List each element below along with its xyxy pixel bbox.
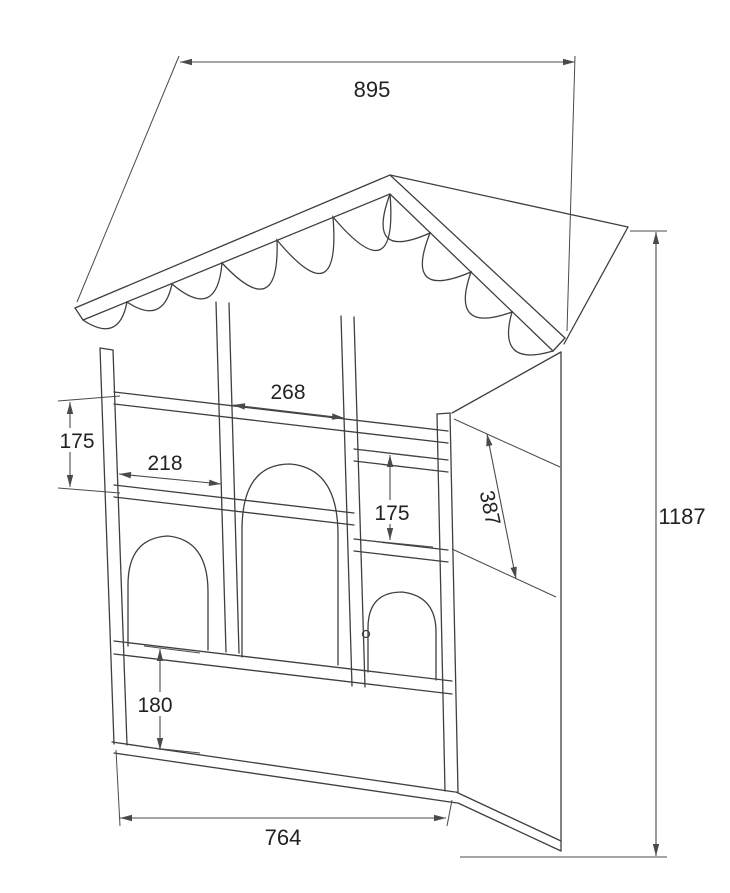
left-stile-cap: [99, 347, 114, 351]
extension-line: [76, 55, 180, 303]
side-panel: [451, 351, 562, 852]
dimension-side-height: 387: [451, 418, 561, 598]
extension-line: [446, 799, 453, 827]
side-bottom-edge-lower: [457, 802, 562, 852]
dim-label-268: 268: [270, 381, 305, 404]
roof-ridge-line: [389, 174, 629, 228]
shelf-right2-lower: [353, 550, 449, 563]
scallop-trim: [82, 193, 554, 356]
dim-label-218: 218: [147, 452, 182, 475]
dim-label-1187: 1187: [658, 504, 705, 529]
side-bottom-edge-upper: [455, 791, 562, 842]
dimension-body-width: 764: [115, 749, 453, 850]
shelf-mid-upper: [113, 484, 355, 514]
extension-line: [361, 539, 434, 548]
dim-label-895: 895: [354, 77, 391, 102]
shelf-top-lower: [113, 403, 449, 444]
scallop-trim-left: [82, 193, 392, 330]
extension-line: [115, 749, 121, 827]
dimension-center-opening: 268: [232, 381, 345, 420]
column2-left: [340, 315, 353, 687]
dimension-line: [486, 433, 517, 580]
knob-detail: [361, 629, 371, 639]
base: [111, 640, 458, 804]
column1-right: [228, 302, 240, 654]
dim-label-175-left: 175: [59, 430, 94, 453]
dim-label-180: 180: [137, 694, 172, 717]
left-stile-inner: [112, 349, 128, 746]
dimension-line: [232, 403, 345, 420]
left-arch: [127, 535, 209, 651]
extension-line: [57, 395, 121, 402]
left-stile-outer: [99, 347, 115, 745]
roof-right-eave-cap: [552, 337, 566, 352]
base-bottom-lower: [113, 752, 458, 804]
dimension-left-opening: 218: [118, 452, 222, 487]
label-background: [130, 692, 180, 716]
shelf-mid-lower: [113, 496, 355, 526]
right-stile-cap: [436, 412, 451, 415]
column2-right: [353, 316, 366, 688]
extension-line: [143, 746, 201, 754]
dimension-right-shelf-spacing: 175: [361, 449, 434, 548]
dim-label-387: 387: [475, 489, 505, 528]
extension-line: [361, 449, 421, 458]
dim-label-764: 764: [265, 825, 302, 850]
roof: [74, 174, 629, 352]
extension-line: [453, 418, 561, 468]
shelf-right1-lower: [353, 460, 449, 473]
side-top-edge: [451, 351, 562, 414]
base-top-upper: [113, 640, 453, 682]
base-bottom-upper: [111, 741, 456, 793]
extension-line: [566, 55, 576, 332]
scallop-trim-right: [382, 193, 554, 356]
right-stile-outer: [449, 412, 459, 793]
roof-left-eave-cap: [74, 307, 84, 321]
right-arch: [367, 591, 437, 681]
dimension-roof-width: 895: [76, 55, 576, 332]
base-top-lower: [113, 653, 453, 695]
extension-line: [143, 645, 201, 654]
extension-line: [451, 548, 557, 598]
label-background: [368, 500, 414, 524]
cabinet-front: [99, 301, 459, 793]
dim-label-175-right: 175: [374, 502, 409, 525]
dimension-base-height: 180: [130, 645, 201, 754]
center-arch: [241, 463, 339, 666]
right-stile-inner: [436, 413, 446, 792]
label-background: [54, 428, 100, 452]
column1-left: [215, 301, 227, 653]
arched-openings: [127, 463, 437, 681]
dimension-left-shelf-spacing: 175: [54, 395, 121, 494]
roof-front-edges: [74, 174, 566, 339]
dimension-line: [118, 471, 222, 487]
roof-back-edge: [563, 226, 629, 345]
roof-underside-edges: [82, 193, 554, 352]
extension-line: [57, 487, 121, 494]
dimension-overall-height: 1187: [460, 230, 706, 858]
